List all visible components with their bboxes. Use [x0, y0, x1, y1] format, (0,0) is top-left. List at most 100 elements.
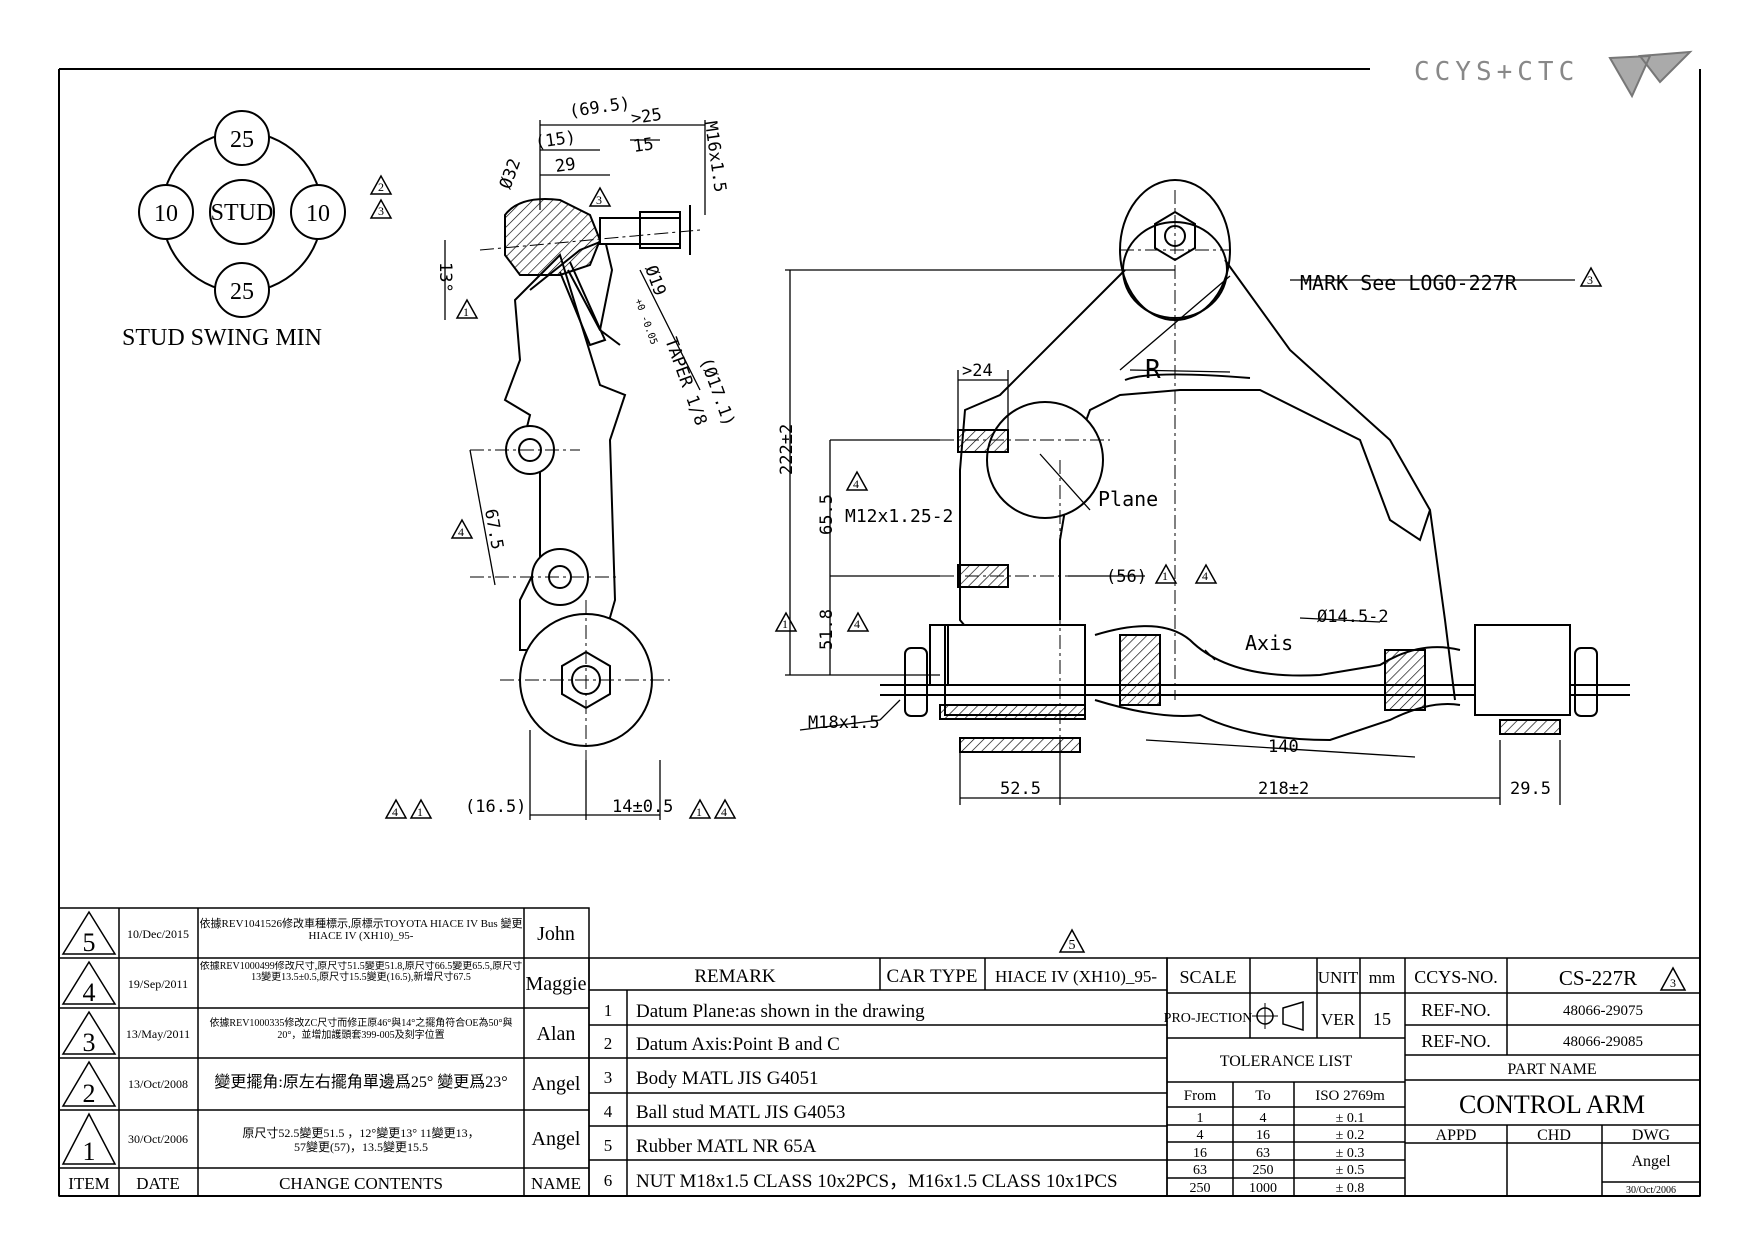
revision-triangle-icon: [1194, 563, 1218, 584]
rev-contents: 依據REV1000335修改ZC尺寸而修正原46°與14°之擺角符合OE為50°…: [209, 1018, 513, 1041]
tol-to-header: To: [1255, 1088, 1271, 1104]
rev-item: 3: [83, 1028, 96, 1057]
rev-number: 3: [596, 193, 602, 207]
rev-contents: 依據REV1000499修改尺寸,原尺寸51.5變更51.8,原尺寸66.5變更…: [199, 961, 523, 983]
ver-label: VER: [1321, 1010, 1356, 1029]
swing-right-value: 10: [306, 201, 330, 227]
revision-triangle-icon: [384, 798, 408, 819]
rev-date: 19/Sep/2011: [128, 977, 188, 991]
rev-number: 4: [853, 477, 859, 491]
revision-triangle-icon: [1659, 966, 1687, 991]
mark-note: MARK See LOGO-227R: [1300, 271, 1518, 295]
stud-swing-diagram: [138, 110, 393, 318]
remark-number: 1: [604, 1001, 613, 1020]
rev-number: 1: [1162, 569, 1168, 583]
revision-triangle-icon: [61, 1010, 117, 1055]
rev-date: 10/Dec/2015: [127, 927, 189, 941]
part-name-value: CONTROL ARM: [1459, 1090, 1645, 1119]
ref-no-label: REF-NO.: [1421, 1000, 1491, 1020]
tol-value: ± 0.1: [1336, 1111, 1365, 1126]
rev-name: Maggie: [525, 973, 586, 995]
remark-number: 5: [604, 1136, 613, 1155]
rev-number: 1: [463, 305, 469, 319]
stud-swing-label: STUD SWING MIN: [122, 325, 322, 351]
rev-number: 1: [417, 805, 423, 819]
car-type-label: CAR TYPE: [887, 966, 978, 987]
front-view: [774, 179, 1630, 805]
rev-name: Alan: [537, 1023, 576, 1045]
swing-center-value: STUD: [211, 200, 274, 226]
dim-69-5: (69.5): [568, 94, 632, 122]
rev-header-name: NAME: [531, 1174, 581, 1193]
revision-triangle-icon: [369, 174, 393, 195]
dim-m12: M12x1.25-2: [845, 506, 953, 527]
logo-mark-icon: [1608, 50, 1693, 99]
dwg-date: 30/Oct/2006: [1626, 1185, 1676, 1196]
revision-triangle-icon: [774, 611, 798, 632]
remark-number: 4: [604, 1102, 613, 1121]
dim-phi19: Ø19: [640, 263, 669, 299]
tol-from: 63: [1193, 1163, 1207, 1178]
ref-no-value: 48066-29085: [1563, 1034, 1643, 1050]
title-block: [1166, 957, 1701, 1197]
dim-15-paren: (15): [534, 127, 577, 153]
projection-cone-icon: [1282, 1000, 1304, 1032]
rev-number: 3: [378, 204, 384, 218]
rev-date: 13/May/2011: [126, 1027, 190, 1041]
remark-text: Body MATL JIS G4051: [636, 1068, 818, 1089]
remark-text: Ball stud MATL JIS G4053: [636, 1102, 845, 1123]
rev-contents: 變更擺角:原左右擺角單邊爲25° 變更爲23°: [214, 1074, 508, 1091]
ccys-no-value: CS-227R: [1559, 966, 1637, 990]
revision-triangle-icon: [713, 798, 737, 819]
dim-65-5: 65.5: [817, 494, 837, 535]
side-view: [384, 120, 737, 820]
swing-top-circle: [214, 110, 270, 166]
remark-text: Datum Axis:Point B and C: [636, 1034, 840, 1055]
dwg-name: Angel: [1631, 1153, 1671, 1170]
revision-triangle-icon: [61, 960, 117, 1005]
ccys-no-label: CCYS-NO.: [1414, 967, 1498, 987]
tol-to: 63: [1256, 1146, 1270, 1161]
revision-triangle-icon: [846, 611, 870, 632]
rev-number: 2: [378, 180, 384, 194]
projection-label: PRO-JECTION: [1164, 1011, 1253, 1026]
swing-left-value: 10: [154, 201, 178, 227]
revision-triangle-icon: [409, 798, 433, 819]
tol-from: 16: [1193, 1146, 1207, 1161]
dim-25: >25: [630, 105, 663, 129]
revision-triangle-icon: [845, 470, 869, 491]
dim-140: 140: [1268, 737, 1299, 757]
revision-triangle-icon: [61, 1060, 117, 1107]
rev-number: 4: [1202, 569, 1208, 583]
rev-number: 3: [1670, 976, 1676, 990]
swing-center-circle: [209, 179, 275, 245]
dim-67-5: 67.5: [480, 507, 507, 551]
ver-value: 15: [1373, 1009, 1391, 1029]
rev-item: 4: [83, 978, 96, 1007]
rev-number: 5: [1069, 938, 1076, 953]
revision-triangle-icon: [455, 298, 479, 319]
revision-triangle-icon: [61, 1112, 117, 1165]
unit-label: UNIT: [1318, 968, 1359, 987]
scale-label: SCALE: [1179, 967, 1236, 987]
car-type-value: HIACE IV (XH10)_95-: [995, 967, 1157, 986]
rev-header-item: ITEM: [68, 1174, 110, 1193]
dim-phi19-tol: +0 -0.05: [632, 297, 659, 346]
swing-bottom-circle: [214, 262, 270, 318]
remark-text: Rubber MATL NR 65A: [636, 1136, 817, 1157]
revision-table: [58, 907, 1086, 1197]
remark-header: REMARK: [694, 966, 776, 987]
chd-label: CHD: [1537, 1127, 1571, 1144]
tol-to: 16: [1256, 1128, 1270, 1143]
swing-bottom-value: 25: [230, 279, 254, 305]
dim-52-5: 52.5: [1000, 779, 1041, 799]
rev-date: 13/Oct/2008: [128, 1077, 188, 1091]
remark-number: 3: [604, 1068, 613, 1087]
tol-value: ± 0.5: [1336, 1163, 1365, 1178]
remark-text: NUT M18x1.5 CLASS 10x2PCS，M16x1.5 CLASS …: [636, 1171, 1118, 1192]
remark-text: Datum Plane:as shown in the drawing: [636, 1001, 925, 1022]
rev-number: 1: [782, 617, 788, 631]
tol-value: ± 0.8: [1336, 1181, 1365, 1196]
rev-number: 4: [854, 617, 860, 631]
